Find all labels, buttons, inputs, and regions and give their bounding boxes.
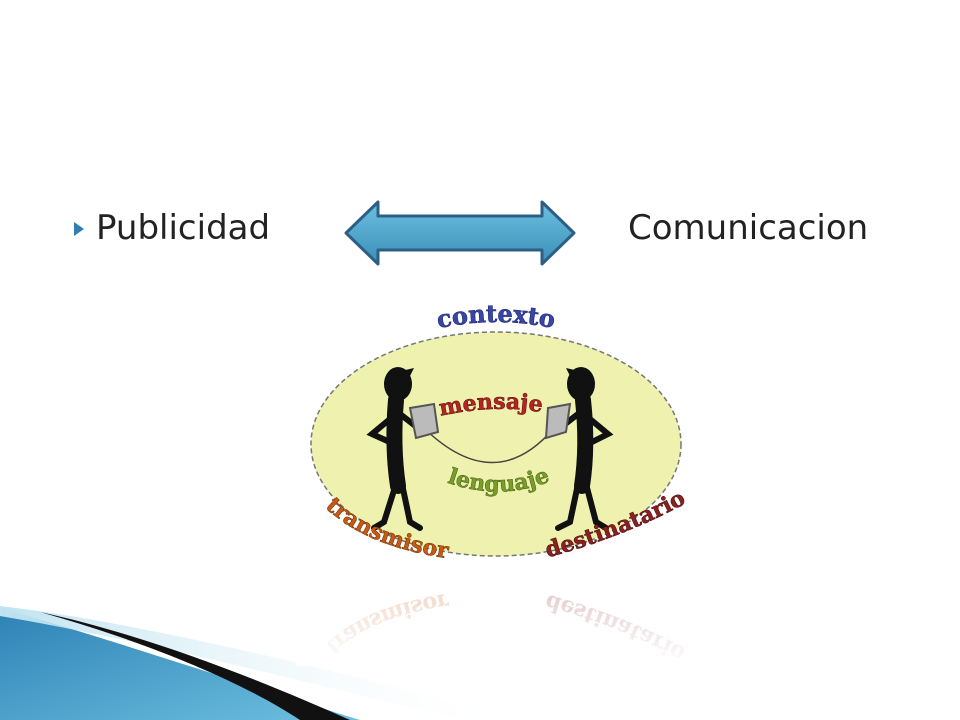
label-contexto: contexto xyxy=(434,299,557,334)
term-publicidad: Publicidad xyxy=(96,208,271,248)
communication-diagram: contexto mensaje lenguaje transmisor des… xyxy=(296,296,706,666)
receiver-figure xyxy=(544,367,614,531)
diagram-graphic: contexto mensaje lenguaje transmisor des… xyxy=(296,299,706,666)
sender-figure xyxy=(366,367,440,531)
term-comunicacion: Comunicacion xyxy=(628,208,869,248)
bullet-row: Publicidad Comunicacion xyxy=(72,200,892,266)
double-arrow-icon xyxy=(344,200,576,266)
string-line xyxy=(425,427,555,464)
triangle-right-icon xyxy=(74,222,84,236)
